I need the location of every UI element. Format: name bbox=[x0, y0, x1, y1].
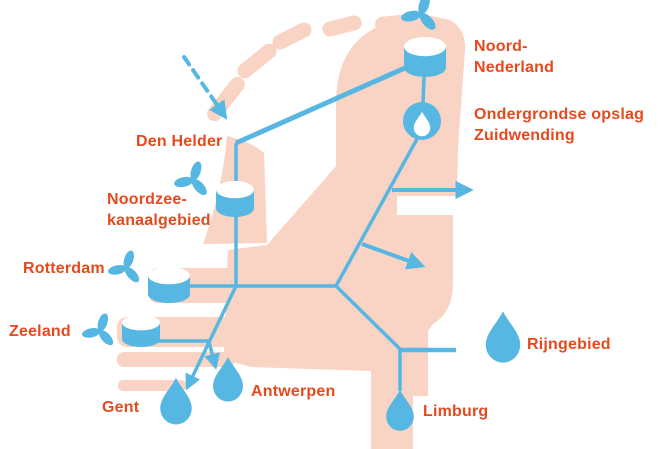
turbine-blade bbox=[82, 328, 101, 338]
mainland-central-south bbox=[224, 148, 453, 449]
label-text: Noordzee- bbox=[107, 191, 188, 208]
label-text: Noord- bbox=[474, 38, 528, 55]
turbine-noordzeekanaal-wind-turbine-icon bbox=[174, 161, 207, 196]
wadden-islands-dashes bbox=[207, 14, 413, 122]
pipeline-nn-tank-to-zuidwending bbox=[421, 76, 426, 104]
pipeline-to-antwerpen bbox=[204, 341, 220, 370]
pipeline-offshore-import-dashed bbox=[182, 55, 228, 120]
label-antwerpen: Antwerpen bbox=[251, 381, 335, 402]
label-text: kanaalgebied bbox=[107, 212, 211, 229]
droplet-gent-droplet-icon bbox=[160, 377, 192, 425]
turbine-blade bbox=[174, 176, 194, 188]
pipeline-network bbox=[143, 55, 474, 391]
turbine-blade bbox=[418, 0, 430, 15]
label-gent: Gent bbox=[102, 397, 139, 418]
underground-storage-zuidwending-icon bbox=[403, 102, 441, 140]
label-text: Zuidwending bbox=[474, 127, 575, 144]
tank-zeeland-storage-tank-icon bbox=[122, 315, 160, 347]
label-noord-nederland: Noord- Nederland bbox=[474, 36, 554, 78]
label-text: Zeeland bbox=[9, 323, 71, 340]
droplet-limburg-droplet-icon bbox=[386, 389, 414, 431]
pipeline-denhelder-to-noordnederland bbox=[234, 57, 425, 146]
label-text: Ondergrondse opslag bbox=[474, 106, 645, 123]
droplet-antwerpen-droplet-icon bbox=[213, 357, 243, 402]
pipeline-zuidwending-to-junction bbox=[334, 138, 419, 287]
label-zeeland: Zeeland bbox=[9, 321, 71, 342]
wadden-dash bbox=[237, 43, 277, 79]
label-den-helder: Den Helder bbox=[136, 131, 222, 152]
tank-noordzeekanaal-storage-tank-icon bbox=[216, 181, 254, 217]
zeeland-island-2 bbox=[117, 352, 235, 367]
tank-noord-nederland-storage-tank-icon bbox=[404, 37, 446, 77]
label-rotterdam: Rotterdam bbox=[23, 258, 105, 279]
label-rijngebied: Rijngebied bbox=[527, 334, 611, 355]
turbine-hub bbox=[123, 265, 129, 271]
label-text: Rijngebied bbox=[527, 336, 611, 353]
turbine-blade bbox=[190, 161, 202, 181]
pipeline-export-east-2 bbox=[361, 242, 426, 270]
label-text: Limburg bbox=[423, 403, 489, 420]
turbine-blade bbox=[97, 313, 108, 332]
tank-top bbox=[122, 315, 160, 331]
zeeland-island-3 bbox=[118, 380, 186, 391]
turbine-blade bbox=[123, 250, 134, 269]
turbine-hub bbox=[190, 177, 196, 183]
turbine-blade bbox=[419, 13, 436, 30]
turbine-blade bbox=[124, 267, 140, 283]
label-noordzeekanaalgebied: Noordzee- kanaalgebied bbox=[107, 189, 211, 231]
wadden-dash bbox=[322, 15, 362, 37]
pipeline-to-gent bbox=[185, 285, 238, 391]
turbine-hub bbox=[97, 328, 103, 334]
label-text: Gent bbox=[102, 399, 140, 416]
turbine-blade bbox=[98, 330, 114, 346]
label-ondergrondse-opslag-zuidwending: Ondergrondse opslag Zuidwending bbox=[474, 104, 644, 146]
turbine-noord-nederland-wind-turbine-icon bbox=[401, 0, 436, 30]
turbine-blade bbox=[108, 265, 127, 275]
turbine-hub bbox=[417, 10, 425, 18]
droplet-rijngebied-droplet-icon bbox=[485, 311, 521, 363]
label-text: Nederland bbox=[474, 59, 555, 76]
turbine-blade bbox=[401, 10, 422, 22]
label-text: Den Helder bbox=[136, 133, 223, 150]
label-text: Rotterdam bbox=[23, 260, 105, 277]
label-text: Antwerpen bbox=[251, 383, 336, 400]
label-limburg: Limburg bbox=[423, 401, 488, 422]
tank-rotterdam-storage-tank-icon bbox=[148, 267, 190, 303]
pipeline-junction-southeast bbox=[333, 283, 402, 351]
turbine-rotterdam-wind-turbine-icon bbox=[108, 250, 140, 283]
tank-top bbox=[404, 37, 446, 57]
wadden-dash bbox=[272, 22, 312, 50]
turbine-blade bbox=[191, 179, 207, 196]
white-droplet bbox=[413, 111, 431, 137]
turbine-zeeland-wind-turbine-icon bbox=[82, 313, 114, 346]
tank-top bbox=[148, 267, 190, 285]
tank-top bbox=[216, 181, 254, 199]
